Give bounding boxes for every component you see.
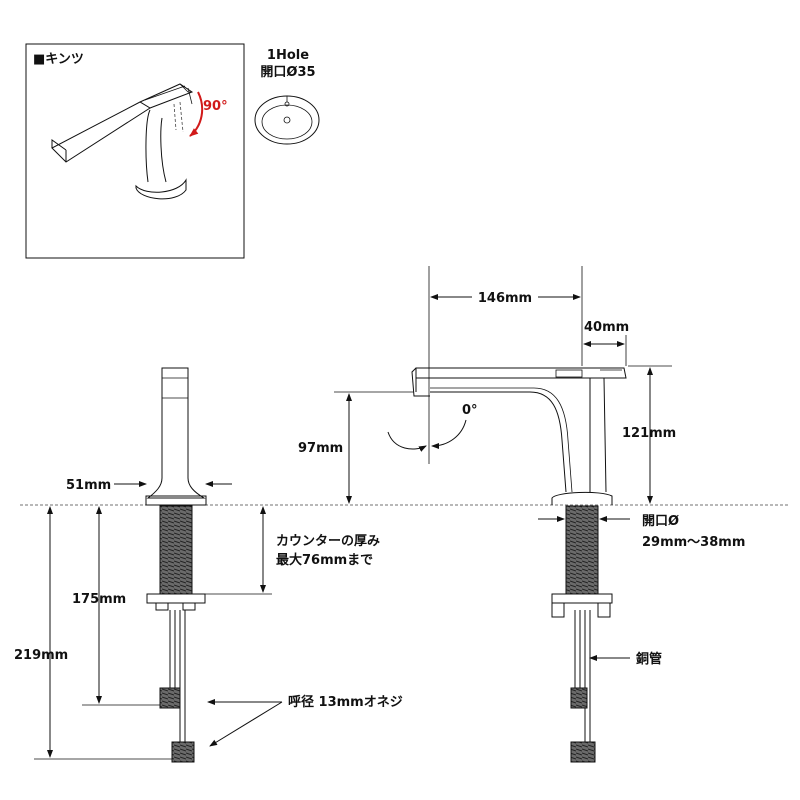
- spout-height-label: 97mm: [298, 441, 343, 456]
- counter-thickness-label-1: カウンターの厚み: [276, 533, 380, 549]
- dim-angle-zero: 0°: [387, 400, 478, 464]
- hole-label-1: 開口Ø: [642, 514, 679, 529]
- handle-length-label: 40mm: [584, 320, 629, 335]
- dim-mounting-hole: 開口Ø 29mm〜38mm: [538, 514, 745, 550]
- copper-pipe-label: 銅管: [636, 651, 662, 667]
- basin-icon: 1Hole 開口Ø35: [254, 48, 320, 145]
- shank-219-label: 219mm: [14, 648, 68, 663]
- front-view-faucet: [411, 367, 627, 763]
- thread-callout: 呼径 13mmオネジ: [207, 694, 403, 747]
- side-view-faucet: [145, 367, 207, 763]
- dim-handle-length: 40mm: [583, 320, 629, 366]
- hole-label-2: 29mm〜38mm: [642, 535, 745, 550]
- angle-label: 0°: [462, 403, 478, 418]
- dim-shank-219: 219mm: [14, 506, 172, 760]
- dim-spout-reach: 146mm: [428, 266, 583, 400]
- counter-thickness-label-2: 最大76mmまで: [276, 552, 373, 568]
- shank-175-label: 175mm: [72, 592, 126, 607]
- total-height-label: 121mm: [622, 426, 676, 441]
- spout-reach-label: 146mm: [478, 291, 532, 306]
- finish-inset: ■キンツ 90°: [25, 43, 245, 259]
- base-width-label: 51mm: [66, 478, 111, 493]
- inset-title: ■キンツ: [33, 52, 84, 67]
- copper-pipe-callout: 銅管: [589, 651, 662, 667]
- basin-hole-size: 開口Ø35: [260, 65, 315, 80]
- dim-total-height: 121mm: [622, 365, 676, 504]
- thread-size-label: 呼径 13mmオネジ: [288, 694, 403, 710]
- dim-shank-175: 175mm: [72, 506, 160, 706]
- dim-counter-thickness: カウンターの厚み 最大76mmまで: [196, 506, 380, 595]
- basin-hole-count: 1Hole: [267, 48, 309, 63]
- dim-spout-height: 97mm: [298, 391, 414, 504]
- rotation-arrow: [189, 91, 204, 137]
- front-threaded-shank: [565, 505, 599, 595]
- faucet-perspective-sketch: 90°: [51, 83, 228, 200]
- rotation-angle-label: 90°: [203, 99, 228, 114]
- side-threaded-shank: [159, 505, 193, 595]
- dim-base-width: 51mm: [66, 478, 232, 493]
